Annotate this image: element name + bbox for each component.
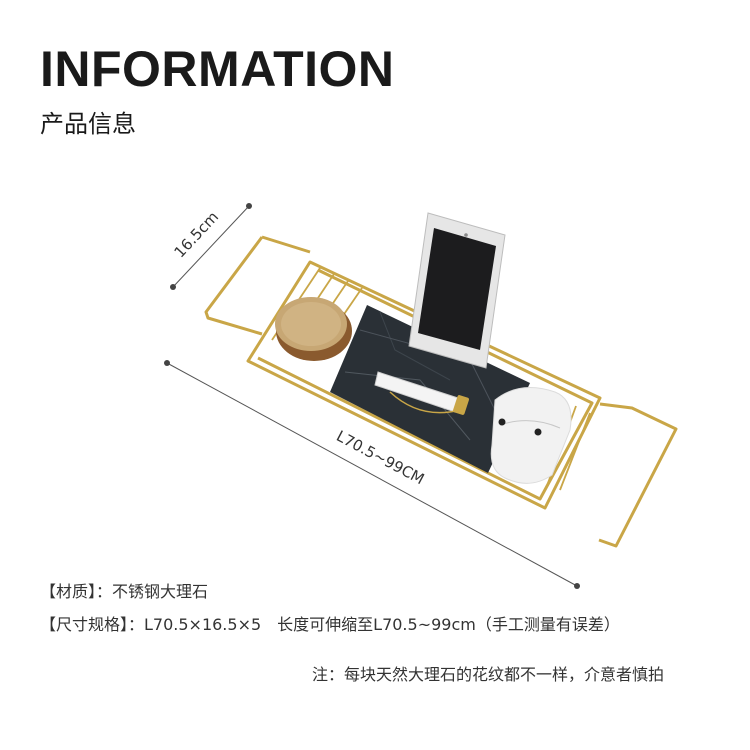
bath-brush bbox=[275, 297, 352, 361]
spec-material: 【材质】：不锈钢大理石 bbox=[40, 582, 209, 601]
tablet-device bbox=[408, 212, 506, 369]
rolled-towel bbox=[490, 387, 572, 484]
width-dimension: 16.5cm bbox=[170, 203, 252, 290]
page-title: INFORMATION bbox=[40, 41, 395, 97]
cream-tube bbox=[374, 371, 469, 415]
spec-size: 【尺寸规格】：L70.5×16.5×5 长度可伸缩至L70.5~99cm（手工测… bbox=[40, 615, 620, 634]
page-subtitle: 产品信息 bbox=[40, 110, 136, 138]
gold-frame bbox=[204, 235, 678, 548]
width-label: 16.5cm bbox=[171, 208, 223, 261]
marble-note: 注：每块天然大理石的花纹都不一样，介意者慎拍 bbox=[311, 665, 664, 684]
